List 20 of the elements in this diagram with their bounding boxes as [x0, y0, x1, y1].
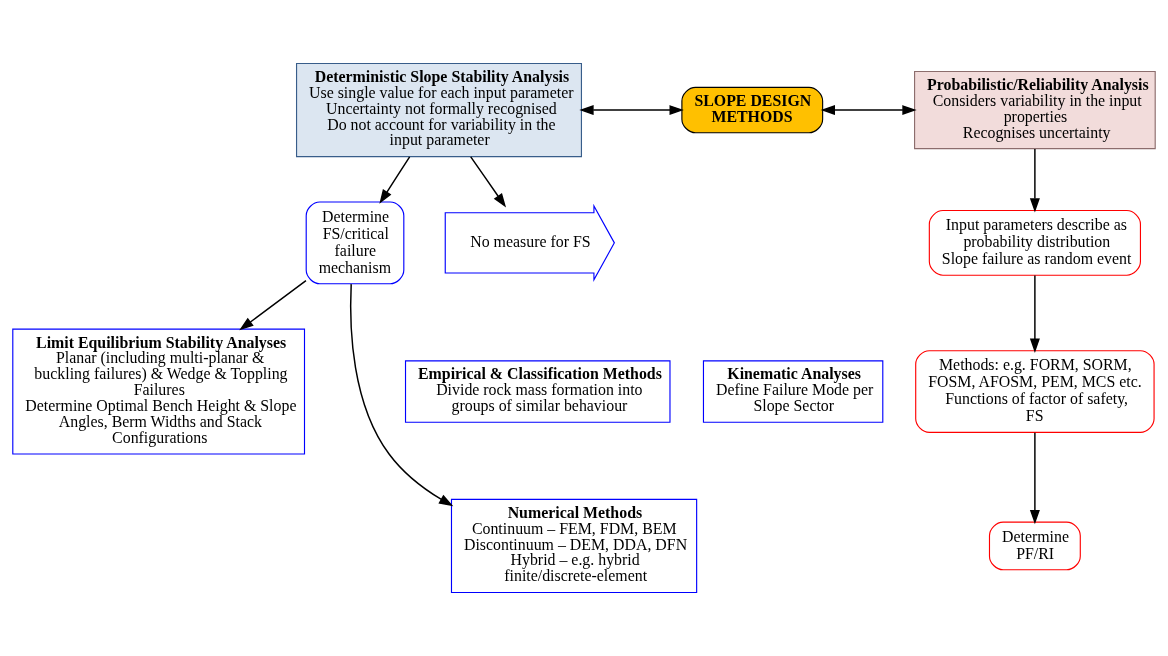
- node-box: Deterministic Slope Stability Analysis Use single value for each input parameter Uncertainty not formally recognised Do not account for variability in the input parameter: [296, 62, 583, 158]
- arrow: [1029, 431, 1040, 525]
- arrow: [349, 283, 454, 507]
- node-box: Determine PF/RI: [988, 521, 1081, 571]
- node-box: Input parameters describe as probability distribution Slope failure as random event: [928, 209, 1141, 276]
- arrow: [1029, 274, 1040, 353]
- node-box: SLOPE DESIGN METHODS: [681, 86, 824, 134]
- arrow: [470, 156, 507, 208]
- node-box: Determine FS/critical failure mechanism: [305, 201, 405, 285]
- node-box: Probabilistic/Reliability Analysis Considers variability in the input properties Recognises uncertainty: [914, 70, 1156, 150]
- node-box: Numerical Methods Continuum – FEM, FDM, BEM Discontinuum – DEM, DDA, DFN Hybrid – e.g. hybrid finite/discrete-element: [450, 498, 698, 594]
- arrow: [579, 105, 684, 116]
- arrow: [1029, 148, 1040, 213]
- node-box: Kinematic Analyses Define Failure Mode per Slope Sector: [702, 360, 884, 423]
- arrow: [820, 105, 917, 116]
- arrow: [379, 156, 411, 204]
- node-box: Empirical & Classification Methods Divide rock mass formation into groups of similar behaviour: [404, 360, 671, 423]
- node-box: Limit Equilibrium Stability Analyses Planar (including multi-planar & buckling failures) & Wedge & Toppling Failures Determine Optimal Bench Height & Slope Angles, Berm Widths and Stack Configurations: [12, 328, 306, 455]
- arrow: [239, 279, 307, 331]
- node-box: Methods: e.g. FORM, SORM, FOSM, AFOSM, PEM, MCS etc. Functions of factor of safety, FS: [915, 350, 1155, 433]
